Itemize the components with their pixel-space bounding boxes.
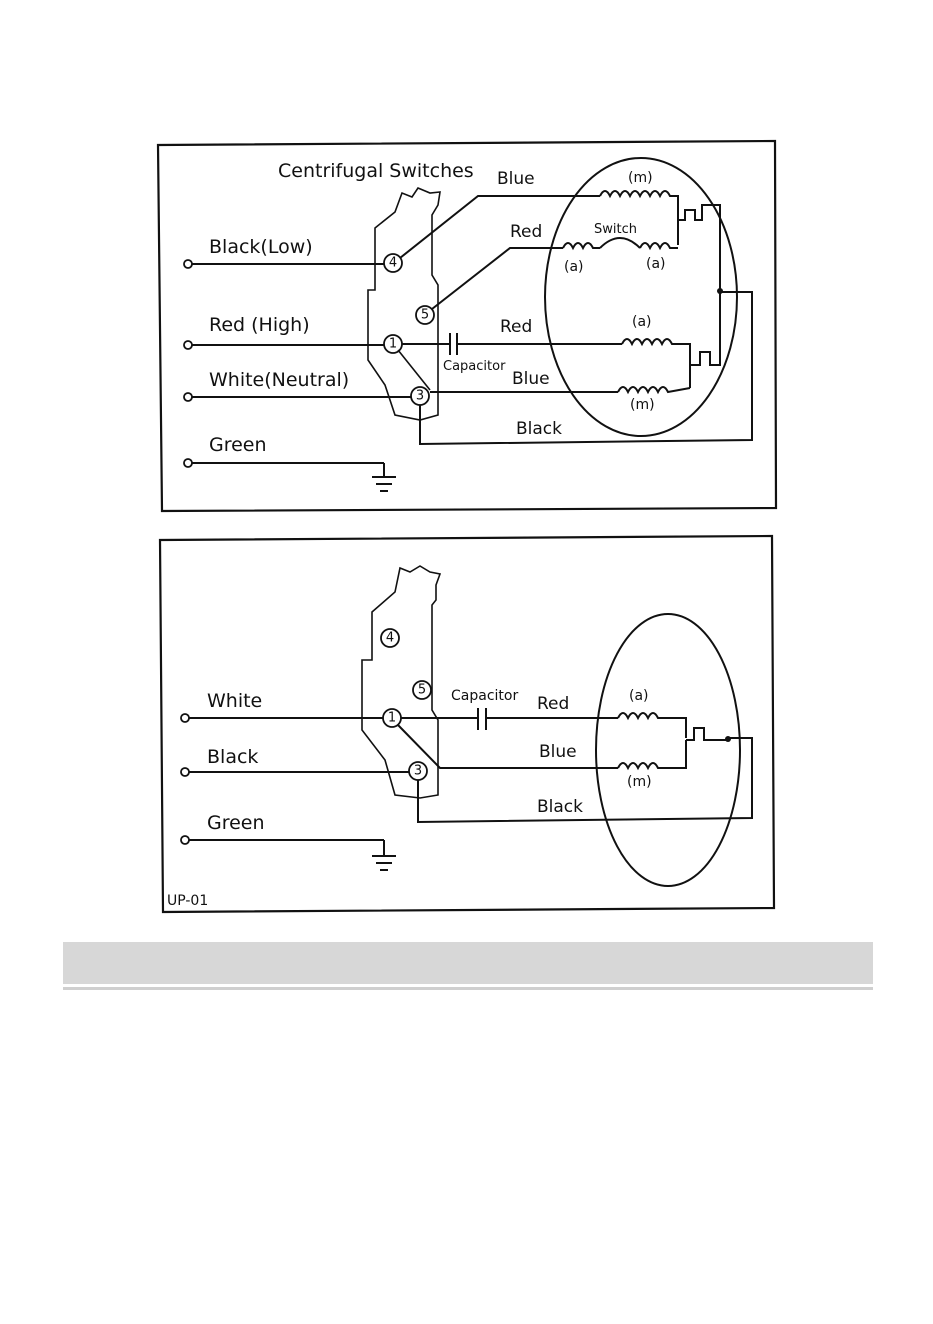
winding-a-2: (a) (629, 688, 649, 704)
winding-m-2: (m) (627, 774, 652, 790)
input-black-2: Black (207, 746, 258, 768)
wire-red-top: Red (510, 222, 542, 242)
terminal-3: 3 (416, 389, 424, 404)
wiring-diagram-1: 4 5 1 3 Centrifugal Switches Black(Low) … (0, 0, 933, 520)
wire-red-2: Red (537, 694, 569, 714)
diagram-2-frame (160, 536, 774, 912)
centrifugal-switches-label: Centrifugal Switches (278, 160, 474, 182)
input-green: Green (209, 434, 267, 456)
terminal-4: 4 (389, 256, 397, 271)
winding-m-bottom: (m) (630, 397, 655, 413)
motor-ellipse-2 (596, 614, 740, 886)
capacitor-label-2: Capacitor (451, 688, 518, 704)
switch-body-2 (362, 566, 440, 798)
section-divider (63, 987, 873, 990)
terminal-5-b: 5 (418, 683, 426, 698)
terminal-5: 5 (421, 308, 429, 323)
motor-ellipse-1 (545, 158, 737, 436)
input-black-low: Black(Low) (209, 236, 313, 258)
input-green-2: Green (207, 812, 265, 834)
switch-body-1 (368, 188, 440, 420)
winding-a-right: (a) (646, 256, 666, 272)
wire-blue-2: Blue (539, 742, 577, 762)
section-header-bar (63, 942, 873, 984)
wire-blue-top: Blue (497, 169, 535, 189)
terminal-3-b: 3 (414, 764, 422, 779)
ground-icon-2 (372, 840, 396, 870)
input-white-neutral: White(Neutral) (209, 369, 349, 391)
wire-red-mid: Red (500, 317, 532, 337)
wiring-diagram-2: 4 5 1 3 White Black Green Capacitor Red … (0, 530, 933, 920)
winding-a-mid: (a) (632, 314, 652, 330)
wire-black-bottom: Black (516, 419, 562, 439)
wire-blue-mid: Blue (512, 369, 550, 389)
input-red-high: Red (High) (209, 314, 310, 336)
winding-m-top: (m) (628, 170, 653, 186)
input-white-2: White (207, 690, 262, 712)
switch-label: Switch (594, 222, 637, 237)
terminal-1-b: 1 (388, 711, 396, 726)
wire-black-2: Black (537, 797, 583, 817)
model-label: UP-01 (167, 893, 208, 909)
ground-icon (372, 463, 396, 491)
terminal-1: 1 (389, 337, 397, 352)
terminal-4-b: 4 (386, 631, 394, 646)
capacitor-label-1: Capacitor (443, 359, 506, 374)
winding-a-left: (a) (564, 259, 584, 275)
